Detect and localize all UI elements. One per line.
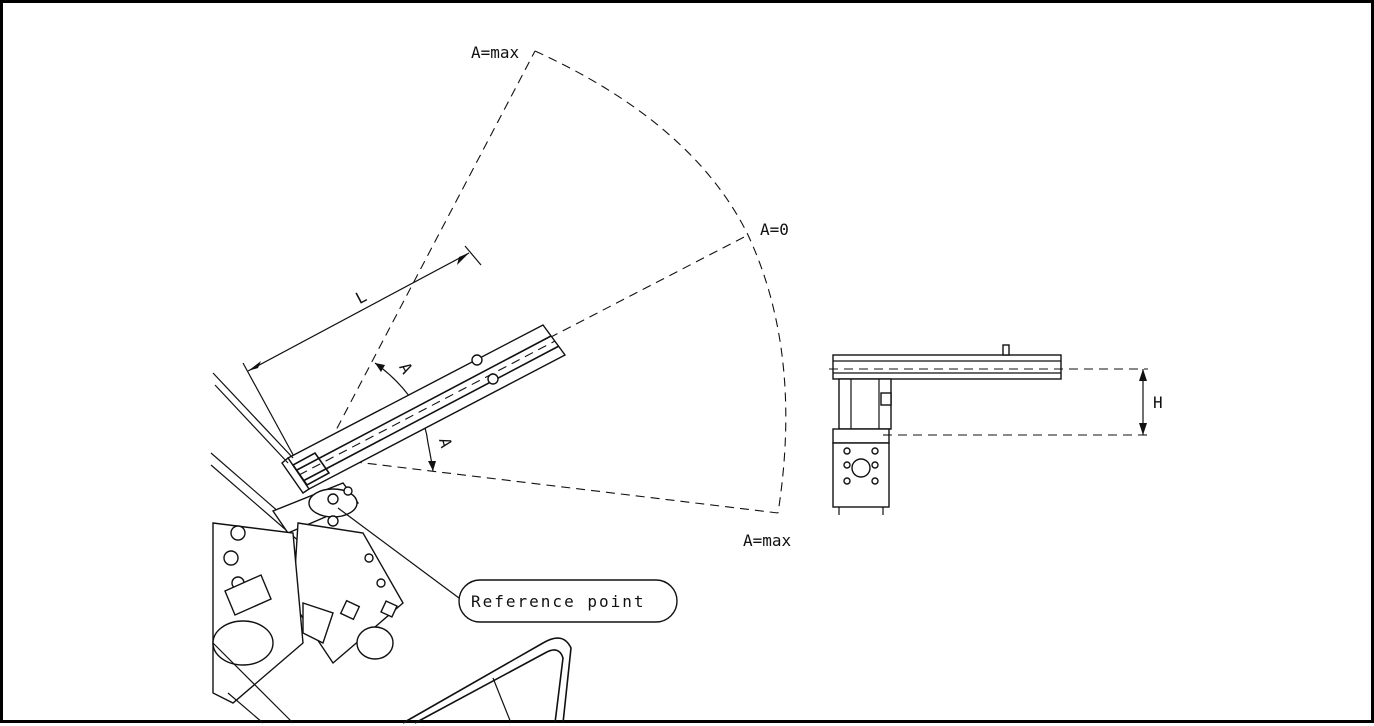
label-a-max-bottom: A=max [743, 531, 792, 550]
dim-l-arrow-left [248, 361, 261, 371]
side-view [829, 344, 1148, 515]
reference-leader [337, 507, 464, 602]
boom-arm [281, 324, 567, 494]
label-length: L [352, 287, 369, 308]
limit-line-top [322, 50, 536, 456]
swing-range-arc [534, 50, 787, 514]
label-reference-point: Reference point [471, 592, 646, 611]
limit-line-bottom [322, 457, 779, 514]
label-a-zero: A=0 [760, 220, 789, 239]
label-height: H [1153, 393, 1163, 412]
machine-base [210, 372, 404, 724]
reference-point-box [458, 579, 678, 623]
label-a-max-top: A=max [471, 43, 520, 62]
dim-l-arrow-right [457, 253, 469, 265]
cart-frame [402, 637, 572, 724]
angle-arrow-top [375, 363, 385, 372]
dim-l-ext-right [464, 245, 482, 266]
angle-arrow-bottom [428, 461, 436, 471]
label-angle-lower: A [435, 436, 456, 451]
technical-drawing: A=max A=0 A=max L A A H Reference point [210, 43, 1163, 724]
dim-l-line [247, 252, 470, 372]
label-angle-upper: A [395, 359, 416, 377]
